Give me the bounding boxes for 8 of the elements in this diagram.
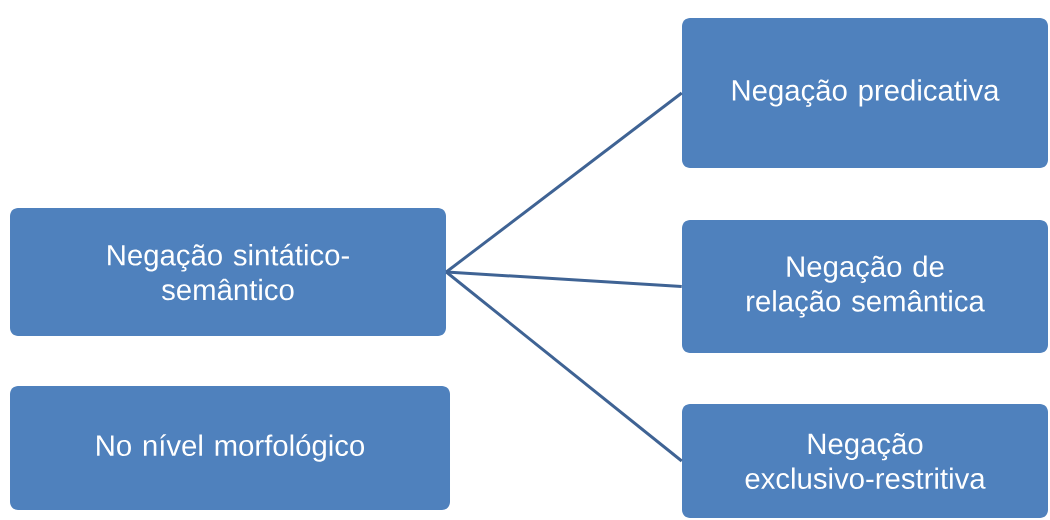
process-box: Negação predicativa xyxy=(682,18,1048,168)
connector-line xyxy=(445,270,683,463)
process-box: Negação sintático-semântico xyxy=(10,208,446,336)
process-box: Negação exclusivo-restritiva xyxy=(682,404,1048,518)
connector-line xyxy=(445,91,683,274)
connector-line xyxy=(446,270,682,288)
process-box: Negação de relação semântica xyxy=(682,220,1048,353)
process-box: No nível morfológico xyxy=(10,386,450,510)
